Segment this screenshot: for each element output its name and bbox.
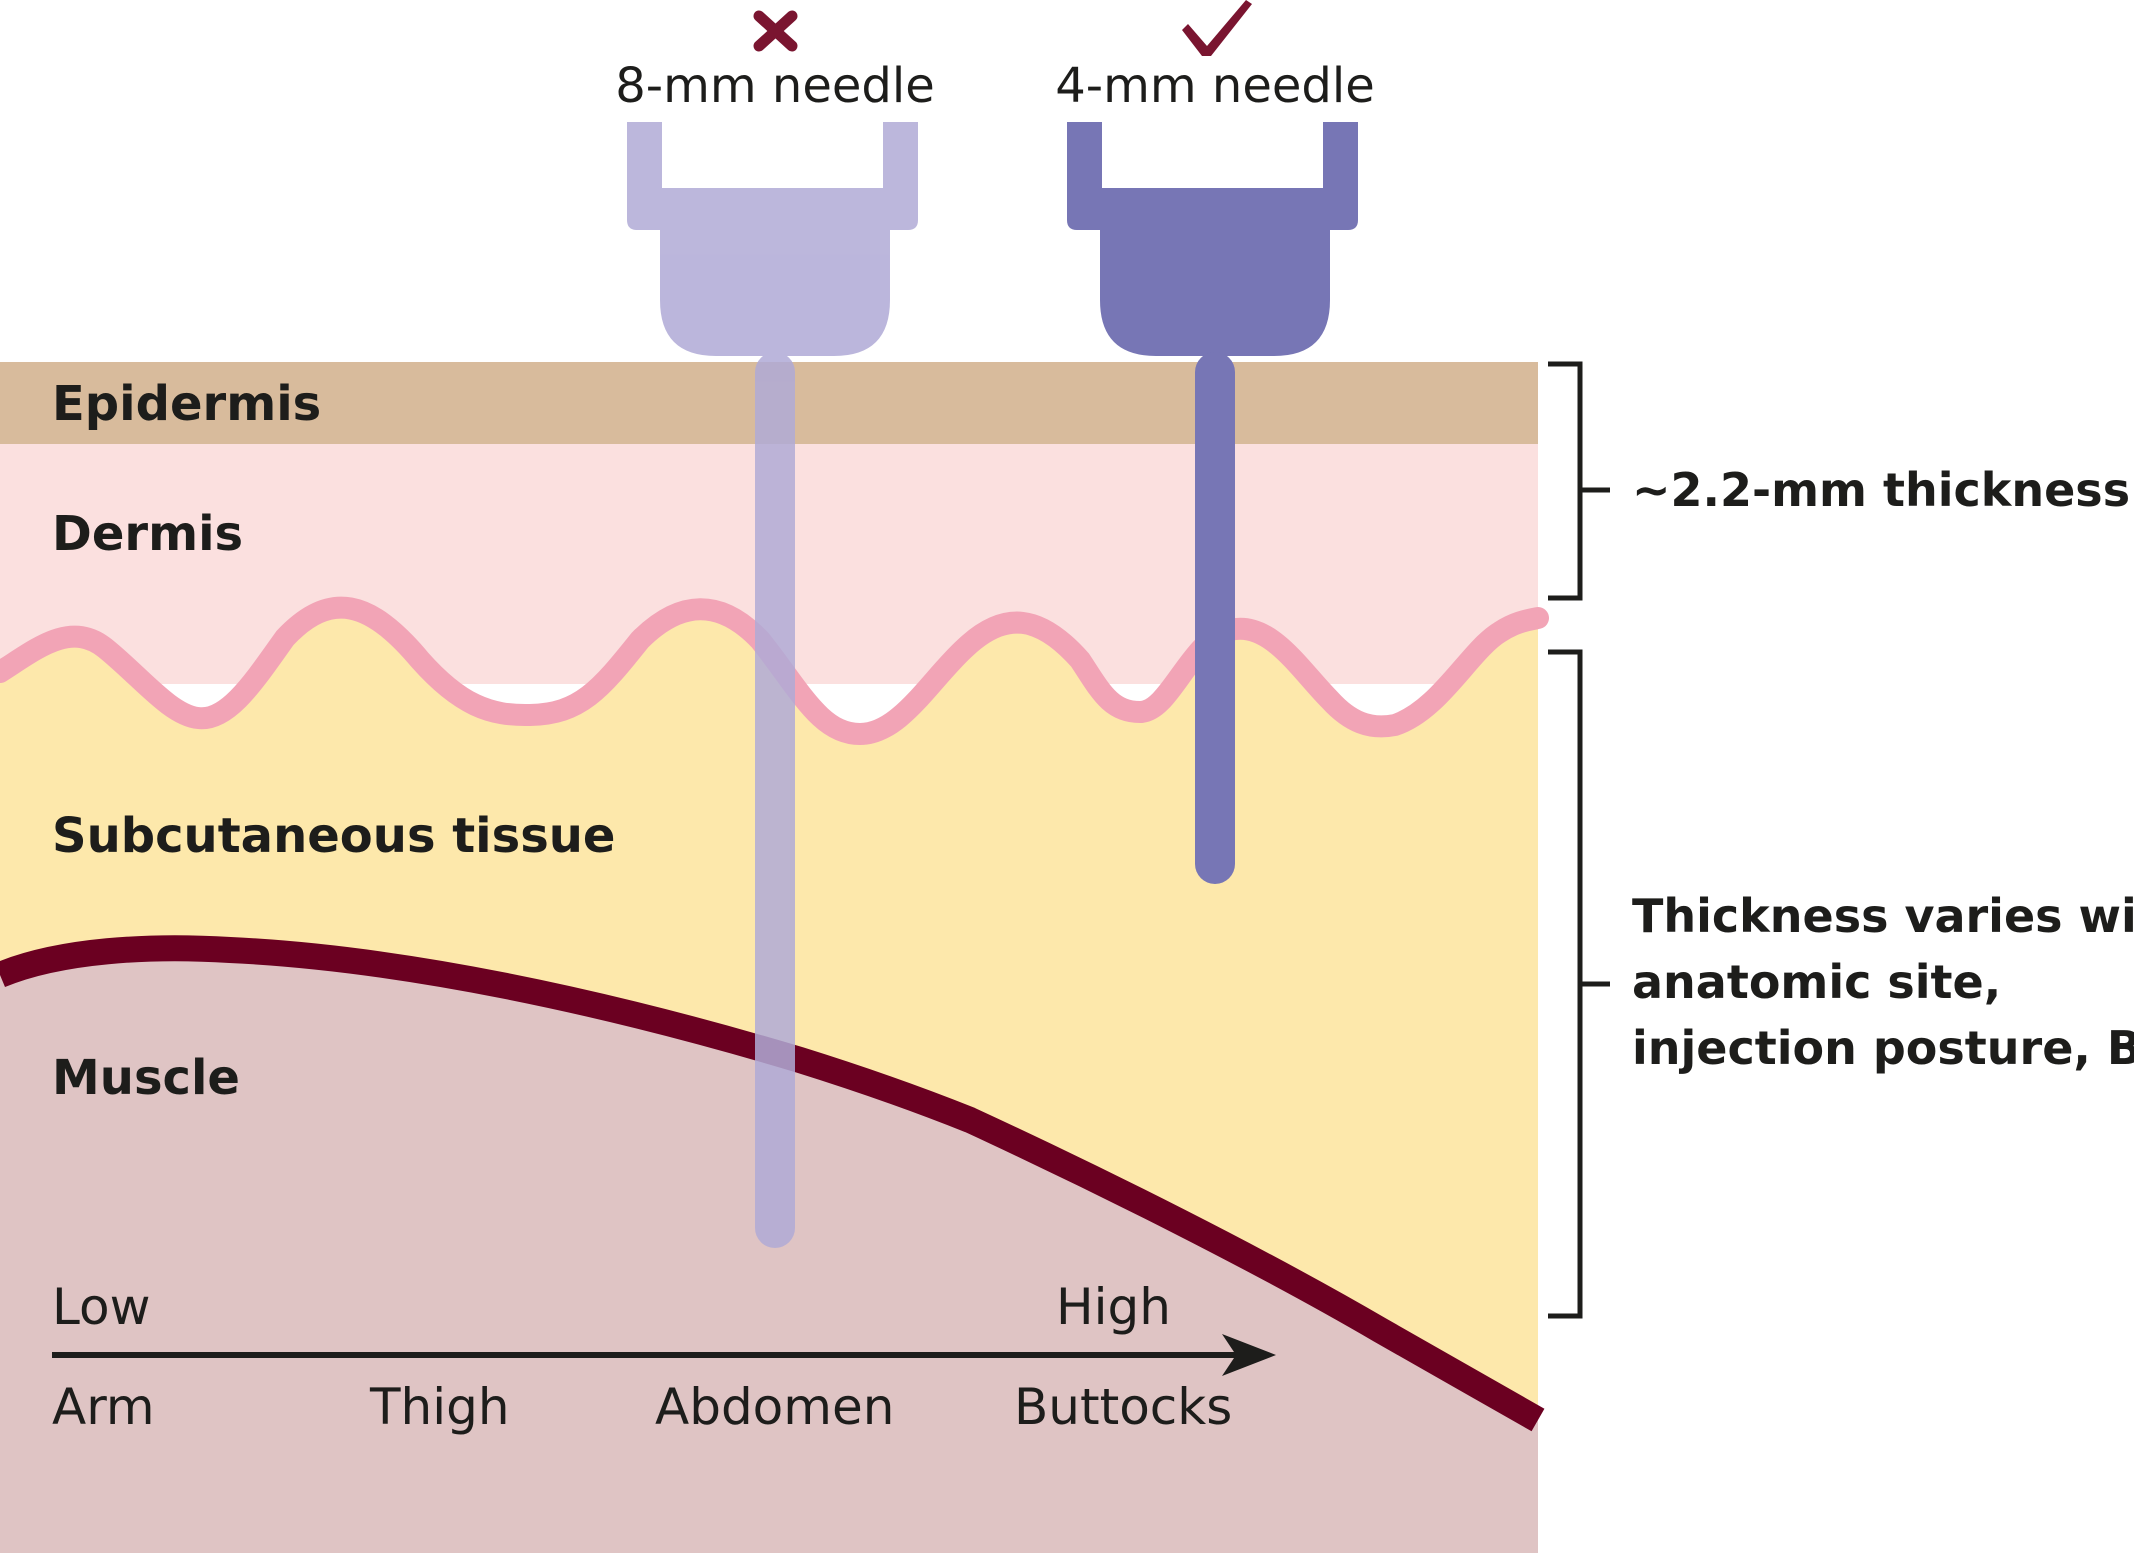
site-thickness-scale: Low High Arm Thigh Abdomen Buttocks [52,1278,1276,1436]
scale-high-label: High [1056,1278,1171,1336]
epidermis-label: Epidermis [52,376,321,432]
thickness-brackets [1548,361,1610,1319]
muscle-label: Muscle [52,1050,240,1106]
subcutaneous-label: Subcutaneous tissue [52,808,615,864]
site-label-buttocks: Buttocks [1014,1378,1232,1436]
subcut-note-line-3: injection posture, BMI [1632,1021,2134,1075]
subcut-note-line-2: anatomic site, [1632,955,2001,1009]
subcut-note-line-1: Thickness varies with [1632,889,2134,943]
scale-arrowhead [1222,1334,1276,1376]
dermal-subcutaneous-boundary [0,596,1549,746]
site-label-abdomen: Abdomen [655,1378,894,1436]
muscle-layer [0,948,1538,1553]
needle-8mm-label: 8-mm needle [615,58,934,114]
needle-4mm-hub [1067,122,1358,356]
needle-4mm-shaft [1195,352,1235,884]
check-icon [1182,0,1252,56]
needle-8mm-hub [627,122,918,356]
site-label-thigh: Thigh [369,1378,510,1436]
needle-8mm-shaft [755,352,795,1248]
needle-4mm-label: 4-mm needle [1055,58,1374,114]
cross-icon [753,10,798,52]
site-label-arm: Arm [52,1378,155,1436]
needle-4mm [1067,122,1358,884]
scale-low-label: Low [52,1278,150,1336]
subcut-thickness-bracket [1548,649,1610,1319]
dermis-label: Dermis [52,506,243,562]
needle-8mm [627,122,918,1248]
skin-thickness-label: ~2.2-mm thickness [1632,463,2130,517]
muscle-fascia-line [0,935,1545,1432]
skin-thickness-bracket [1548,361,1610,601]
